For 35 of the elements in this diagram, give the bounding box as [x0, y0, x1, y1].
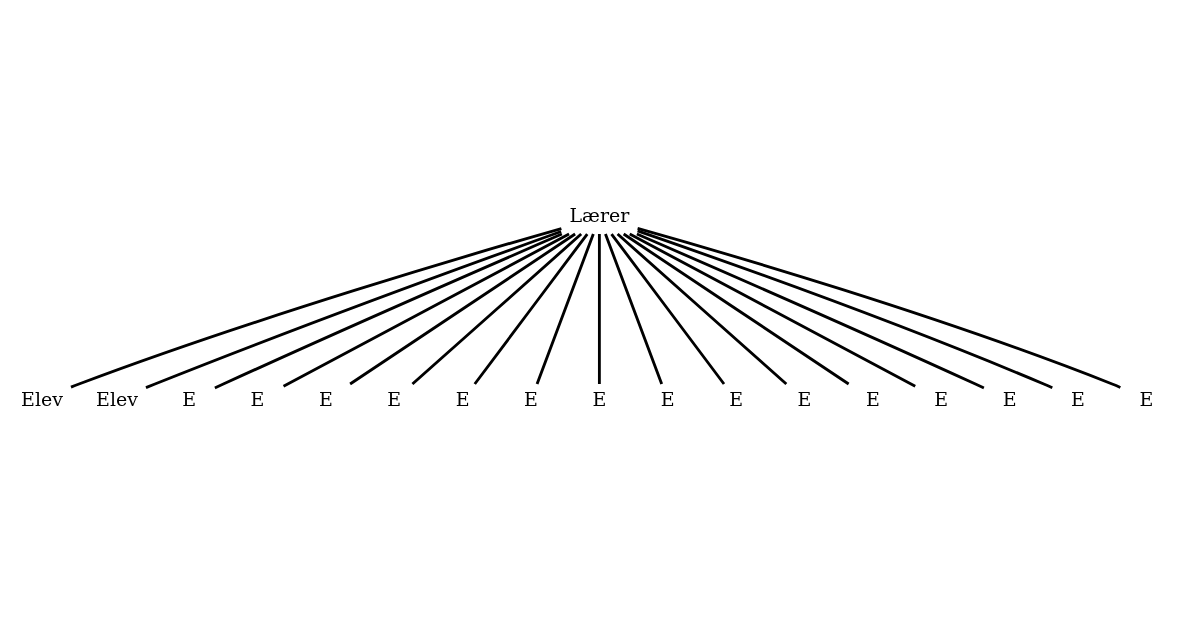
connector	[637, 226, 1121, 389]
connector	[70, 226, 562, 388]
node-text: E	[865, 387, 880, 410]
connector	[214, 232, 563, 389]
connector	[622, 232, 850, 385]
node-text: E	[934, 387, 949, 410]
connector	[637, 229, 1053, 389]
node-text: E	[250, 387, 265, 410]
connector	[629, 232, 916, 388]
node-text: E	[318, 387, 333, 410]
connector	[535, 233, 595, 384]
node-text: E	[1002, 387, 1017, 410]
connector	[473, 232, 589, 385]
node-text: E	[182, 387, 197, 410]
node-text: E	[524, 387, 538, 410]
node-text: E	[660, 387, 675, 410]
connector	[610, 232, 726, 385]
node-text: Elev	[96, 387, 138, 410]
node-text: E	[1139, 387, 1154, 410]
connector	[636, 232, 985, 389]
connector	[616, 232, 788, 385]
node-text: Elev	[21, 387, 63, 410]
node-text: Lærer	[569, 203, 630, 226]
connector	[604, 233, 664, 385]
node-text: E	[729, 387, 744, 410]
node-text: E	[455, 387, 470, 410]
connector	[282, 232, 570, 388]
connector	[411, 232, 583, 385]
connector	[597, 233, 601, 384]
node-text: E	[592, 387, 607, 410]
node-text: E	[1071, 387, 1085, 410]
node-text: E	[387, 387, 402, 410]
connector	[145, 229, 562, 389]
connector	[349, 232, 576, 385]
node-text: E	[797, 387, 812, 410]
